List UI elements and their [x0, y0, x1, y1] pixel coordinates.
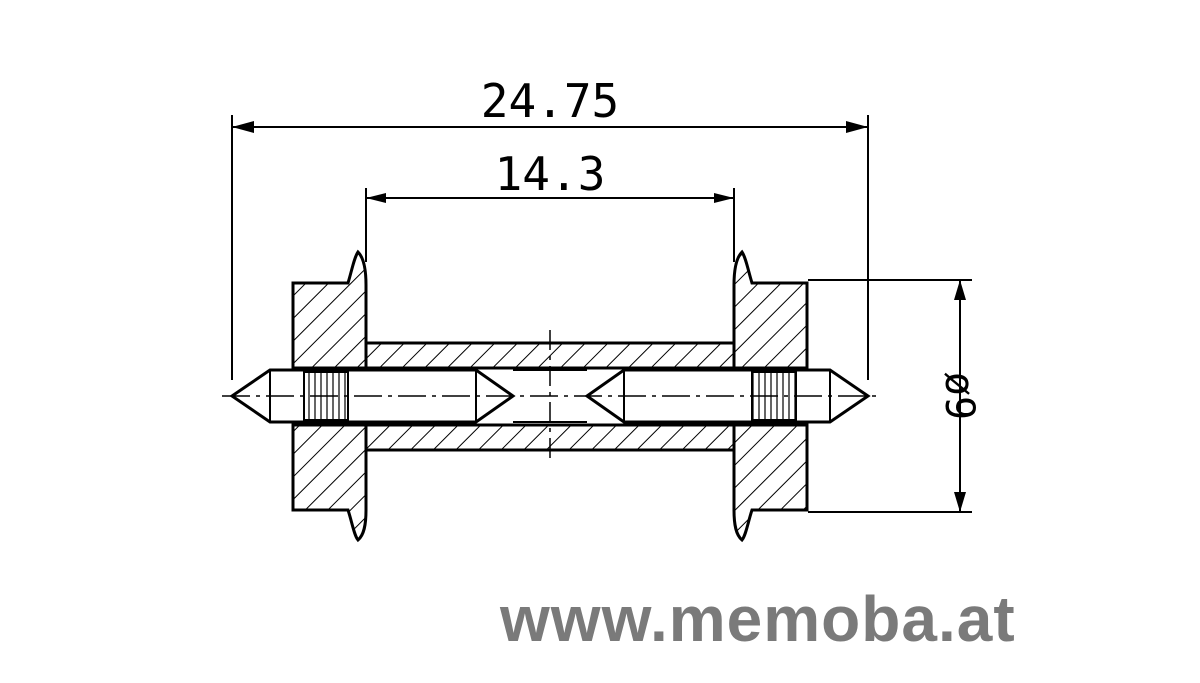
- arrow-right: [714, 193, 734, 203]
- center-lines: [222, 330, 880, 462]
- arrow-left: [232, 121, 254, 133]
- wheel-diameter-label: ø9: [936, 372, 982, 420]
- arrow-right: [846, 121, 868, 133]
- left-wheel-upper-section: [291, 249, 368, 370]
- watermark-text: www.memoba.at: [500, 583, 1016, 655]
- arrow-left: [366, 193, 386, 203]
- left-wheel: [291, 249, 368, 543]
- overall-width-label: 24.75: [481, 74, 619, 128]
- dimension-back-to-back: 14.3: [365, 147, 735, 262]
- right-wheel-upper-section: [732, 249, 809, 370]
- back-to-back-label: 14.3: [495, 147, 606, 201]
- right-wheel-lower-section: [732, 423, 809, 543]
- arrow-top: [954, 280, 966, 300]
- left-wheel-lower-section: [291, 423, 368, 543]
- dimension-wheel-diameter: ø9: [808, 279, 982, 513]
- right-wheel: [732, 249, 809, 543]
- arrow-bottom: [954, 492, 966, 512]
- dimension-overall-width: 24.75: [231, 74, 869, 380]
